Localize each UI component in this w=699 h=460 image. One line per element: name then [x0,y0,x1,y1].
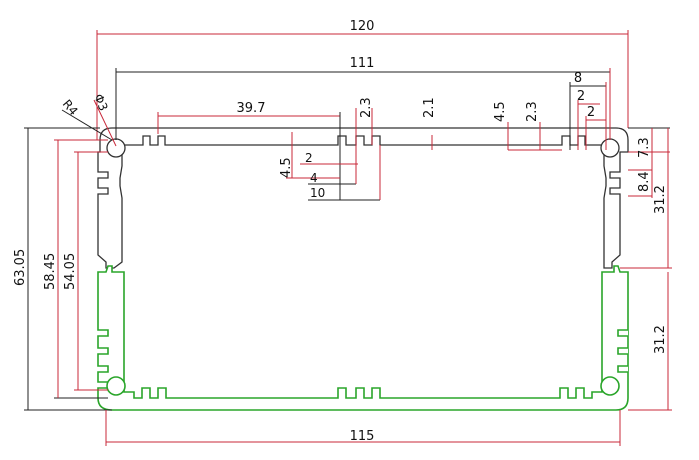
dim-left-58-45: 58.45 [43,253,58,290]
dim-right-8-4: 8.4 [637,171,652,192]
dim-left-54-05: 54.05 [63,253,78,290]
dim-bottom-width: 115 [350,429,375,444]
dim-fin-10: 10 [310,186,325,200]
dim-left-63-05: 63.05 [13,249,28,286]
dim-right-7-3: 7.3 [637,137,652,158]
dim-right-31-2-top: 31.2 [653,185,668,214]
dim-top-2a: 2 [577,89,585,104]
dim-radius: R4 [60,97,81,118]
dim-slot-2-1: 2.1 [422,97,437,118]
dim-fin-2: 2 [305,151,313,165]
lower-shell-outline [97,265,629,411]
dim-fin-4: 4 [310,171,318,185]
top-left-hole [106,138,126,158]
dim-slot-right-2-3: 2.3 [525,101,540,122]
dim-slot-offset: 39.7 [237,101,266,116]
dim-slot-right-4-5: 4.5 [493,101,508,122]
dim-inner-width: 111 [350,56,375,71]
bottom-left-hole [106,376,126,396]
dim-right-31-2-bottom: 31.2 [653,325,668,354]
dim-fin-4-5: 4.5 [279,157,294,178]
upper-shell-outline [97,127,629,269]
dim-slot-left-2-3: 2.3 [359,97,374,118]
bottom-right-hole [600,376,620,396]
dim-overall-width: 120 [350,19,375,34]
lower-right-fins [617,329,628,373]
top-right-hole [600,138,620,158]
dim-top-8: 8 [574,71,582,86]
dim-hole-diameter: Φ3 [91,92,110,113]
dim-top-2b: 2 [587,105,595,120]
